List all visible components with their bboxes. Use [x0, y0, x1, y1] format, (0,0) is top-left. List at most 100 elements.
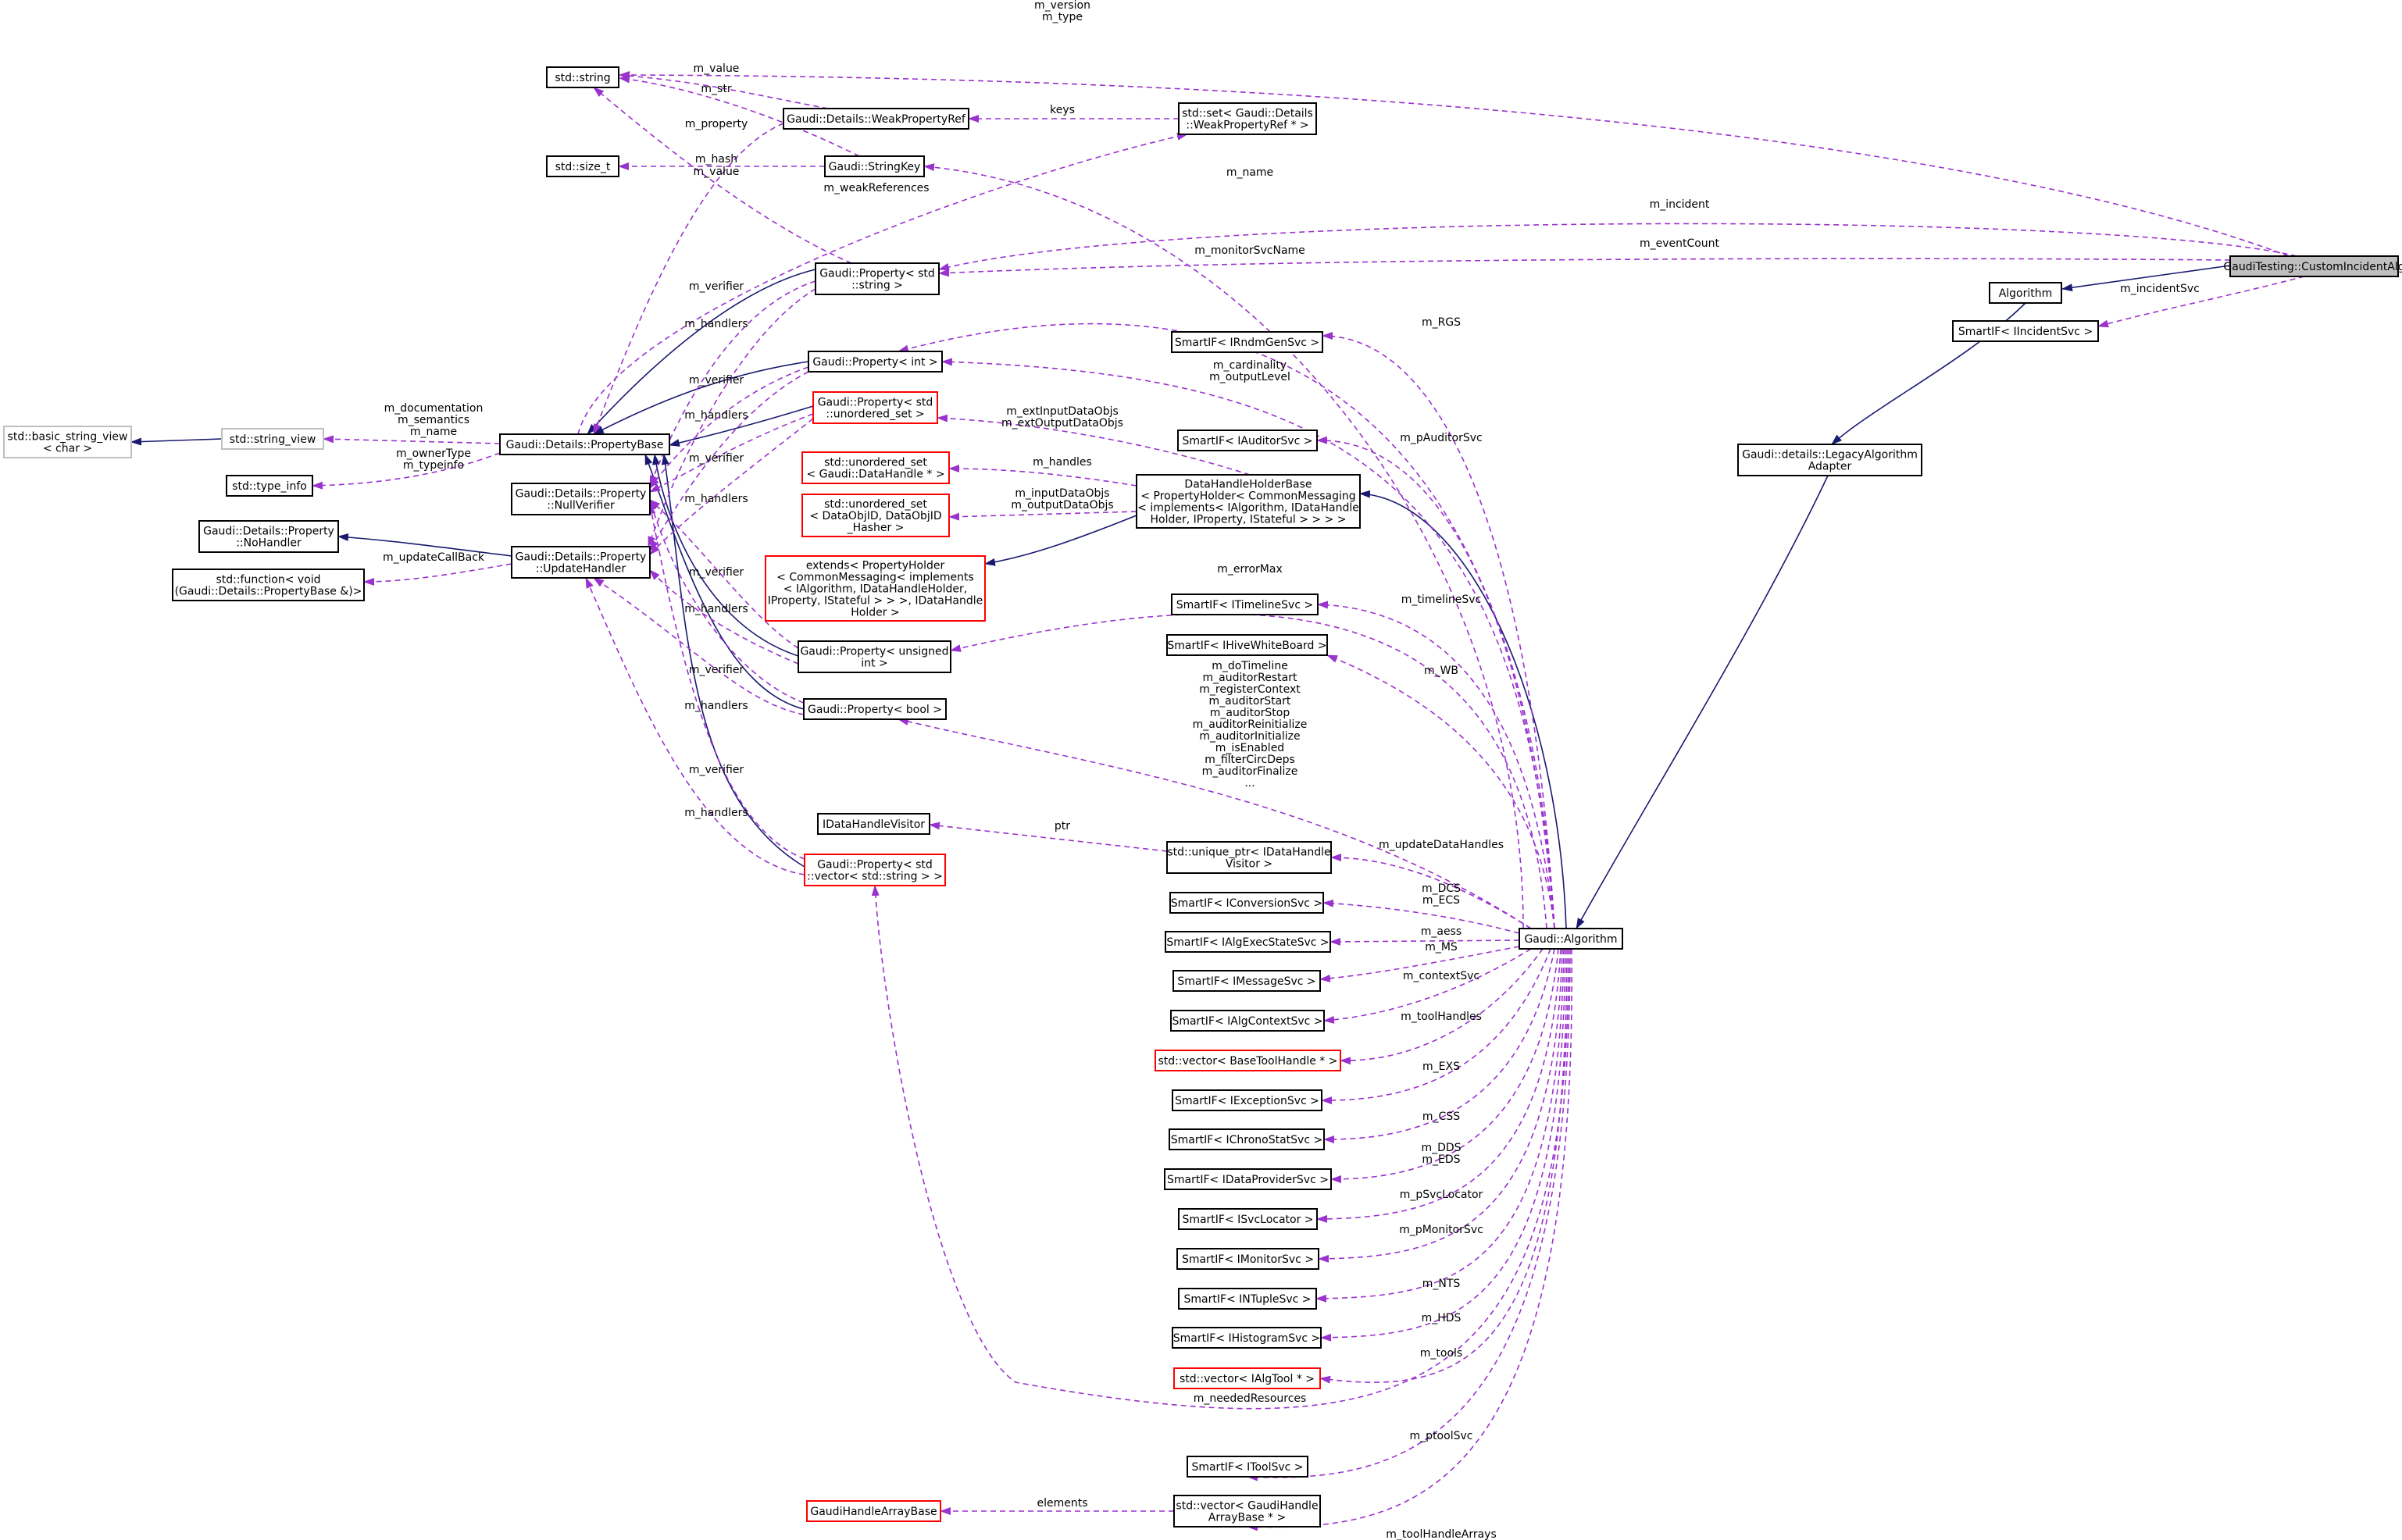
class-node-label: std::size_t [555, 161, 611, 173]
class-node-s-aes[interactable]: SmartIF< IAlgExecStateSvc > [1165, 931, 1331, 953]
class-node-s-mon[interactable]: SmartIF< IMonitorSvc > [1176, 1248, 1319, 1270]
edge-label-line: m_cardinality [1213, 359, 1287, 372]
class-node-extends[interactable]: extends< PropertyHolder< CommonMessaging… [765, 555, 986, 622]
class-node-s-tl[interactable]: SmartIF< ITimelineSvc > [1171, 594, 1319, 615]
class-node-box [1178, 1288, 1317, 1310]
class-node-s-chr[interactable]: SmartIF< IChronoStatSvc > [1169, 1128, 1325, 1150]
class-node-stdfunc[interactable]: std::function< void(Gaudi::Details::Prop… [172, 569, 365, 601]
class-node-box [546, 155, 619, 177]
edge-label-updcb: m_updateCallBack [383, 551, 485, 564]
class-node-propstr[interactable]: Gaudi::Property< std::string > [815, 262, 940, 295]
class-node-algorithm[interactable]: Algorithm [1989, 282, 2062, 304]
class-node-sizet[interactable]: std::size_t [546, 155, 619, 177]
class-node-s-loc[interactable]: SmartIF< ISvcLocator > [1178, 1208, 1318, 1230]
inheritance-edge-4 [984, 515, 1137, 566]
usage-edge-weakref [577, 132, 1188, 435]
inheritance-arrow [669, 405, 814, 447]
class-node-label: std::unordered_set< Gaudi::DataHandle * … [806, 457, 944, 481]
class-node-s-aud[interactable]: SmartIF< IAuditorSvc > [1177, 430, 1318, 451]
usage-arrow [593, 577, 805, 715]
class-node-weakref[interactable]: Gaudi::Details::WeakPropertyRef [783, 108, 969, 130]
class-node-s-dp[interactable]: SmartIF< IDataProviderSvc > [1164, 1168, 1332, 1190]
edge-label-line: m_verifier [689, 280, 744, 293]
class-node-nullver[interactable]: Gaudi::Details::Property::NullVerifier [511, 483, 651, 515]
usage-arrow [312, 452, 501, 490]
class-node-setweak[interactable]: std::set< Gaudi::Details::WeakPropertyRe… [1178, 102, 1317, 135]
class-node-label: DataHandleHolderBase< PropertyHolder< Co… [1137, 479, 1359, 526]
class-node-label: Gaudi::Algorithm [1524, 933, 1617, 946]
class-node-stringkey[interactable]: Gaudi::StringKey [824, 155, 925, 177]
class-node-galg[interactable]: Gaudi::Algorithm [1519, 928, 1623, 950]
class-node-updhandler[interactable]: Gaudi::Details::Property::UpdateHandler [511, 546, 651, 579]
class-node-ghab[interactable]: GaudiHandleArrayBase [806, 1500, 941, 1522]
class-node-s-exc[interactable]: SmartIF< IExceptionSvc > [1172, 1089, 1322, 1111]
edge-label-line: m_filterCircDeps [1205, 754, 1295, 766]
inheritance-arrow [337, 533, 512, 557]
class-node-s-hist[interactable]: SmartIF< IHistogramSvc > [1172, 1327, 1322, 1349]
class-node-box [1172, 1327, 1322, 1349]
class-node-box [1169, 892, 1324, 914]
class-node-s-tsvc[interactable]: SmartIF< IToolSvc > [1187, 1456, 1308, 1478]
class-node-s-actx[interactable]: SmartIF< IAlgContextSvc > [1170, 1010, 1325, 1032]
edge-label-line: m_type [1042, 11, 1083, 23]
inheritance-arrow [593, 361, 809, 435]
class-node-dhhb[interactable]: DataHandleHolderBase< PropertyHolder< Co… [1136, 474, 1361, 529]
edge-label-line: m_auditorRestart [1203, 672, 1298, 684]
class-node-typeinfo[interactable]: std::type_info [226, 475, 313, 497]
class-node-box [2229, 255, 2399, 277]
class-node-s-rnd[interactable]: SmartIF< IRndmGenSvc > [1171, 331, 1323, 353]
class-node-stdstring[interactable]: std::string [546, 66, 619, 88]
edge-label-verifier5: m_verifier [689, 664, 744, 676]
class-node-smart-incident[interactable]: SmartIF< IIncidentSvc > [1952, 320, 2099, 342]
class-node-usetid[interactable]: std::unordered_set< DataObjID, DataObjID… [801, 494, 950, 537]
edge-label-line: m_extOutputDataObjs [1001, 417, 1123, 430]
usage-edge-aess [1329, 937, 1520, 946]
class-node-propvec[interactable]: Gaudi::Property< std::vector< std::strin… [804, 854, 946, 886]
edge-label-elements: elements [1037, 1497, 1087, 1510]
usage-arrow [619, 72, 829, 109]
class-node-s-conv[interactable]: SmartIF< IConversionSvc > [1169, 892, 1324, 914]
class-node-idhv[interactable]: IDataHandleVisitor [817, 813, 930, 835]
usage-arrow [1317, 601, 1555, 929]
usage-arrow [1247, 948, 1571, 1481]
class-node-label: std::function< void(Gaudi::Details::Prop… [175, 574, 362, 598]
usage-edge-dds [1330, 948, 1559, 1183]
class-node-label: Gaudi::StringKey [829, 161, 921, 173]
class-node-basicsv[interactable]: std::basic_string_view< char > [3, 426, 132, 458]
class-node-propuset[interactable]: Gaudi::Property< std::unordered_set > [812, 391, 938, 424]
class-node-custom[interactable]: GaudiTesting::CustomIncidentAlg [2223, 255, 2402, 277]
class-node-box [511, 546, 651, 579]
edge-label-line: m_name [410, 426, 457, 438]
class-node-nohandler[interactable]: Gaudi::Details::Property::NoHandler [198, 520, 339, 553]
usage-arrow [948, 465, 1137, 487]
class-node-box [3, 426, 132, 458]
edge-label-line: m_doTimeline [1212, 660, 1288, 672]
class-node-s-hwb[interactable]: SmartIF< IHiveWhiteBoard > [1166, 634, 1328, 656]
class-node-s-msg[interactable]: SmartIF< IMessageSvc > [1172, 970, 1321, 992]
class-node-v-tool[interactable]: std::vector< IAlgTool * > [1173, 1367, 1321, 1389]
class-node-propint[interactable]: Gaudi::Property< int > [808, 351, 943, 373]
class-node-label: std::unordered_set< DataObjID, DataObjID… [809, 498, 941, 534]
edge-label-line: m_hash [695, 153, 737, 166]
edge-label-line: m_value [694, 166, 740, 178]
class-node-propbase[interactable]: Gaudi::Details::PropertyBase [499, 433, 670, 455]
class-node-stringview[interactable]: std::string_view [221, 428, 324, 450]
edge-label-line: m_NTS [1422, 1278, 1461, 1290]
class-node-v-bth[interactable]: std::vector< BaseToolHandle * > [1155, 1050, 1341, 1071]
class-node-propbool[interactable]: Gaudi::Property< bool > [803, 698, 947, 720]
usage-edge-incidentsvc [2097, 276, 2305, 328]
usage-edge-cardinality [941, 358, 1555, 929]
class-node-label-line: SmartIF< IChronoStatSvc > [1171, 1134, 1322, 1146]
class-node-usetdh[interactable]: std::unordered_set< Gaudi::DataHandle * … [801, 451, 950, 484]
class-node-label: SmartIF< IMonitorSvc > [1182, 1253, 1314, 1266]
class-node-s-nt[interactable]: SmartIF< INTupleSvc > [1178, 1288, 1317, 1310]
usage-edge-handlers5 [593, 577, 805, 715]
usage-arrow [938, 223, 2297, 271]
edge-label-incidentsvc: m_incidentSvc [2120, 283, 2200, 295]
